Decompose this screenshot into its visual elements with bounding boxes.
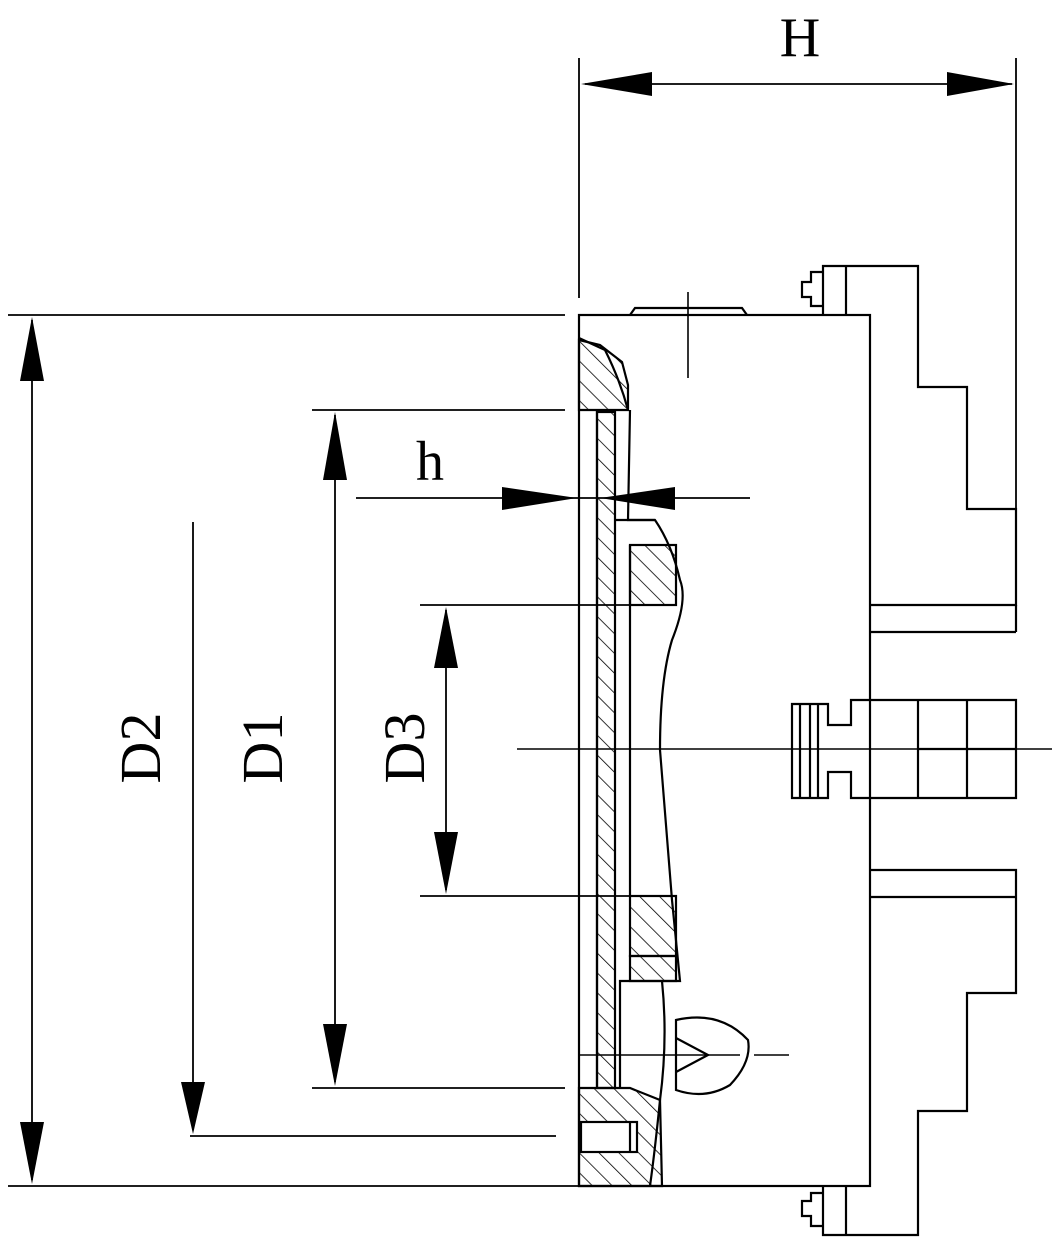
label-H: H (780, 7, 820, 69)
label-D1: D1 (230, 713, 295, 784)
labels: H h D2 D1 D3 (108, 7, 820, 783)
top-jaw (800, 264, 1018, 634)
label-D2: D2 (108, 713, 173, 784)
section-view (577, 337, 750, 1188)
bottom-jaw (800, 868, 1018, 1237)
label-D3: D3 (372, 713, 437, 784)
label-h: h (416, 431, 444, 493)
arrowheads (20, 72, 1014, 1184)
extension-lines (8, 58, 1017, 1187)
centerlines (517, 292, 1052, 1056)
dimension-lines (31, 83, 1012, 1180)
